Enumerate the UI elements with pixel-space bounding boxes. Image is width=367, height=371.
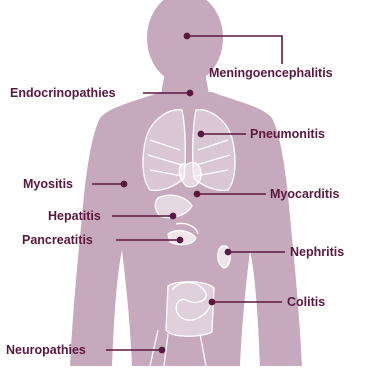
- label-myositis: Myositis: [23, 177, 73, 191]
- dot-meningoencephalitis: [184, 33, 189, 38]
- label-neuropathies: Neuropathies: [6, 343, 86, 357]
- label-hepatitis: Hepatitis: [48, 209, 101, 223]
- dot-hepatitis: [170, 213, 175, 218]
- dot-myositis: [121, 181, 126, 186]
- dot-nephritis: [225, 249, 230, 254]
- label-colitis: Colitis: [287, 295, 325, 309]
- colon: [166, 282, 214, 337]
- dot-myocarditis: [194, 191, 199, 196]
- label-pneumonitis: Pneumonitis: [250, 127, 325, 141]
- dot-pneumonitis: [198, 131, 203, 136]
- dot-endocrinopathies: [187, 90, 192, 95]
- label-meningoencephalitis: Meningoencephalitis: [209, 66, 333, 80]
- label-nephritis: Nephritis: [290, 245, 344, 259]
- label-endocrinopathies: Endocrinopathies: [10, 86, 116, 100]
- dot-colitis: [209, 299, 214, 304]
- label-myocarditis: Myocarditis: [270, 187, 339, 201]
- label-pancreatitis: Pancreatitis: [22, 233, 93, 247]
- dot-neuropathies: [159, 347, 164, 352]
- dot-pancreatitis: [177, 237, 182, 242]
